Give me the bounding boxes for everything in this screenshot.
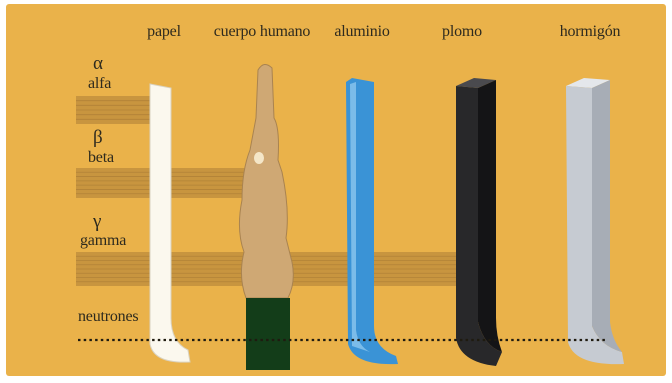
alpha-beam — [76, 96, 156, 124]
alpha-symbol: α — [93, 54, 103, 73]
concrete-block-shape — [566, 78, 624, 364]
gamma-symbol: γ — [93, 212, 101, 231]
beta-symbol: β — [93, 128, 102, 147]
material-label-plomo: plomo — [442, 24, 482, 40]
paper-sheet-shape — [150, 84, 190, 362]
alpha-label: alfa — [88, 76, 111, 92]
hand-arm-shape — [239, 64, 293, 370]
material-label-papel: papel — [147, 24, 181, 40]
aluminum-sheet-shape — [346, 78, 398, 364]
concrete-side-face — [592, 80, 622, 352]
lead-block-shape — [456, 78, 502, 366]
lead-side-face — [478, 80, 502, 352]
sleeve-cuff — [246, 298, 290, 370]
beta-label: beta — [88, 150, 114, 166]
gamma-label: gamma — [80, 233, 126, 249]
material-label-cuerpo-humano: cuerpo humano — [214, 24, 310, 40]
neutrons-label: neutrones — [78, 309, 138, 325]
material-label-hormigon: hormigón — [560, 24, 621, 40]
thumb-nail — [254, 152, 264, 164]
material-label-aluminio: aluminio — [334, 24, 389, 40]
